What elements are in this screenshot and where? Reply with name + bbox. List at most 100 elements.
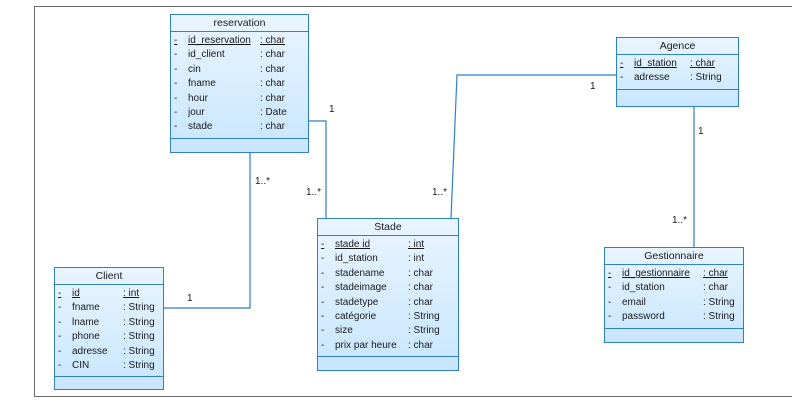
attribute-name: prix par heure (335, 339, 397, 351)
attribute-visibility: - (608, 282, 612, 294)
attribute-type: : String (703, 311, 735, 323)
attribute-visibility: - (321, 325, 325, 337)
attribute-row: -cin: char (174, 63, 304, 77)
attribute-type: : char (260, 78, 286, 90)
attribute-type: : String (690, 72, 722, 84)
attribute-row: -id_station: int (321, 252, 454, 266)
attribute-name: fname (188, 78, 216, 90)
attribute-list: -id_reservation: char-id_client: char-ci… (171, 32, 308, 139)
attribute-visibility: - (321, 253, 325, 265)
attribute-row: -password: String (608, 310, 739, 324)
class-reservation[interactable]: reservation -id_reservation: char-id_cli… (170, 14, 309, 153)
attribute-type: : String (123, 316, 155, 328)
class-title: Client (55, 268, 163, 285)
attribute-visibility: - (174, 35, 178, 46)
attribute-type: : String (123, 345, 155, 357)
attribute-type: : char (703, 268, 729, 279)
attribute-visibility: - (608, 296, 612, 308)
attribute-name: stade (188, 121, 213, 133)
attribute-row: -id_reservation: char (174, 34, 304, 48)
attribute-visibility: - (58, 302, 62, 314)
attribute-name: stadetype (335, 296, 379, 308)
attribute-name: phone (72, 331, 100, 343)
attribute-type: : char (408, 339, 434, 351)
attribute-list: -id_station: char-adresse: String (617, 55, 738, 90)
attribute-visibility: - (174, 49, 178, 61)
attribute-type: : String (408, 310, 440, 322)
attribute-row: -stadeimage : char (321, 281, 454, 295)
attribute-visibility: - (321, 282, 325, 294)
diagram-frame-bottom (34, 396, 792, 397)
attribute-type: : String (123, 359, 155, 371)
attribute-visibility: - (620, 72, 624, 84)
class-stade[interactable]: Stade -stade id: int-id_station: int-sta… (317, 218, 459, 371)
attribute-list: -stade id: int-id_station: int-stadename… (318, 236, 458, 358)
attribute-row: -adresse: String (58, 345, 159, 359)
multiplicity-label: 1..* (306, 187, 322, 198)
attribute-name: stadename (335, 267, 385, 279)
class-gestionnaire[interactable]: Gestionnaire -id_gestionnaire: char-id_s… (604, 247, 744, 343)
attribute-row: -stadename: char (321, 267, 454, 281)
attribute-name: lname (72, 316, 100, 328)
attribute-row: -fname: char (174, 77, 304, 91)
attribute-row: -id: int (58, 287, 159, 301)
attribute-visibility: - (174, 63, 178, 75)
attribute-type: : char (703, 282, 729, 294)
attribute-name: adresse (634, 72, 670, 84)
attribute-visibility: - (321, 310, 325, 322)
link-reservation-client (164, 153, 251, 309)
attribute-row: -catégorie : String (321, 310, 454, 324)
diagram-frame-left (34, 6, 35, 396)
class-agence[interactable]: Agence -id_station: char-adresse: String (616, 37, 739, 107)
attribute-type: : char (408, 267, 434, 279)
attribute-visibility: - (58, 345, 62, 357)
attribute-type: : char (408, 282, 434, 294)
multiplicity-label: 1..* (432, 187, 448, 198)
attribute-name: fname (72, 302, 100, 314)
attribute-row: -jour : Date (174, 106, 304, 120)
attribute-type: : Date (260, 106, 287, 118)
multiplicity-label: 1 (698, 126, 704, 137)
multiplicity-label: 1 (590, 81, 596, 92)
attribute-name: id_gestionnaire (622, 268, 690, 279)
class-title: Agence (617, 38, 738, 55)
attribute-visibility: - (58, 288, 62, 299)
link-reservation-stade (309, 120, 327, 218)
diagram-frame-top (34, 6, 792, 7)
attribute-list: -id_gestionnaire: char-id_station: char-… (605, 265, 743, 329)
attribute-name: id_station (634, 58, 677, 69)
attribute-row: -email: String (608, 296, 739, 310)
attribute-visibility: - (321, 239, 325, 250)
attribute-name: id_station (622, 282, 665, 294)
attribute-name: hour (188, 92, 209, 104)
attribute-visibility: - (58, 316, 62, 328)
attribute-name: CIN (72, 359, 90, 371)
attribute-row: -stade: char (174, 120, 304, 134)
multiplicity-label: 1..* (255, 176, 271, 187)
attribute-name: password (622, 311, 665, 323)
attribute-type: : char (408, 296, 434, 308)
attribute-type: : char (260, 49, 286, 61)
attribute-name: jour (188, 106, 205, 118)
attribute-row: -fname : String (58, 301, 159, 315)
attribute-visibility: - (174, 92, 178, 104)
attribute-name: id_reservation (188, 35, 251, 46)
attribute-name: catégorie (335, 310, 377, 322)
attribute-row: -prix par heure: char (321, 339, 454, 353)
class-client[interactable]: Client -id: int-fname: String-lname: Str… (54, 267, 164, 390)
attribute-row: -lname : String (58, 316, 159, 330)
attribute-visibility: - (58, 331, 62, 343)
attribute-list: -id: int-fname: String-lname: String-pho… (55, 285, 163, 378)
attribute-name: size (335, 325, 353, 337)
attribute-type: : char (260, 121, 286, 133)
attribute-type: : int (408, 239, 425, 250)
link-agence-stade (450, 74, 616, 219)
attribute-visibility: - (174, 106, 178, 118)
attribute-name: stadeimage (335, 282, 387, 294)
attribute-type: : String (123, 302, 155, 314)
attribute-name: stade id (335, 239, 371, 250)
attribute-type: : int (123, 288, 140, 299)
attribute-row: -phone: String (58, 330, 159, 344)
attribute-row: -id_gestionnaire: char (608, 267, 739, 281)
